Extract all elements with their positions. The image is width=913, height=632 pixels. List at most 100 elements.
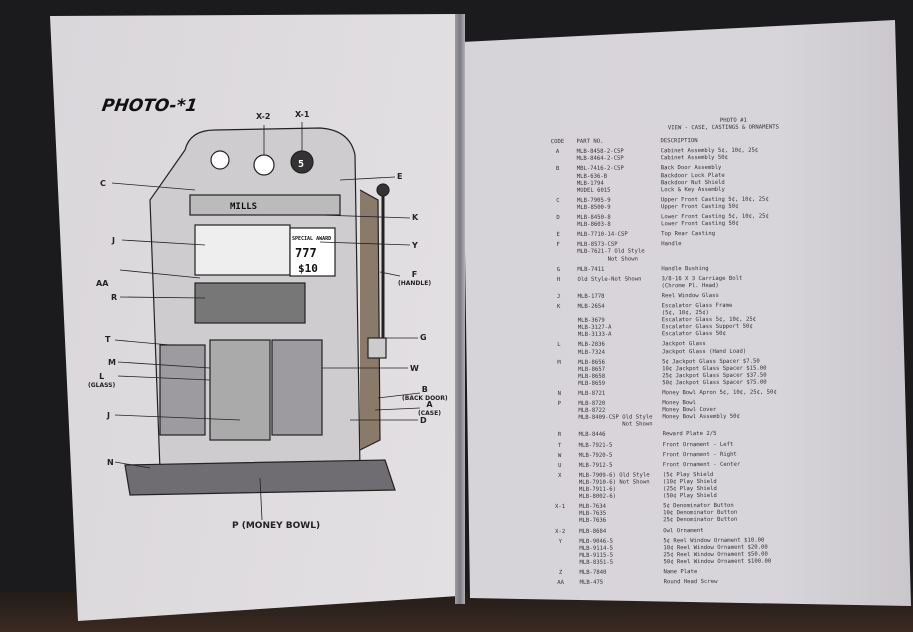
- label-aa: AA: [96, 279, 109, 288]
- machine-base: [124, 459, 396, 496]
- label-w: W: [410, 364, 419, 373]
- table-row: Z MLB-7840 Name Plate: [542, 568, 872, 577]
- row-code: P: [557, 401, 562, 408]
- row-code: U: [558, 462, 562, 469]
- row-code: E: [556, 232, 560, 239]
- row-code: F: [556, 242, 560, 249]
- row-description: 5¢ Reel Window Ornament $10.00 10¢ Reel …: [663, 537, 772, 566]
- row-part-no: MLB-8446: [578, 432, 606, 439]
- name-plate: [189, 194, 341, 216]
- row-code: AA: [557, 580, 564, 587]
- table-row: B MBL-7416-2-CSP MLB-636-B MLB-1794 MODEL…: [539, 164, 869, 195]
- label-m: M: [108, 358, 116, 367]
- col-description: DESCRIPTION: [660, 138, 698, 145]
- col-part: PART NO.: [576, 138, 604, 146]
- reel-window: [194, 224, 291, 276]
- row-part-no: MLB-8656 MLB-8657 MLB-8658 MLB-8659: [578, 359, 606, 387]
- row-part-no: MLB-7411: [577, 266, 605, 273]
- row-code: R: [557, 432, 562, 439]
- label-k: K: [412, 213, 419, 222]
- row-part-no: MBL-7416-2-CSP MLB-636-B MLB-1794 MODEL …: [576, 166, 624, 194]
- front-ornament-right: [271, 339, 323, 436]
- coin-entry: [210, 150, 230, 170]
- row-description: Upper Front Casting 5¢, 10¢, 25¢ Upper F…: [660, 196, 769, 211]
- coin-number: 5: [298, 159, 304, 170]
- row-code: B: [556, 166, 560, 173]
- table-row: R MLB-8446 Reward Plate 2/5: [541, 430, 871, 439]
- label-y: Y: [412, 241, 418, 250]
- row-part-no: MLB-8720 MLB-8722 MLB-8409-CSP Old Style…: [578, 400, 653, 429]
- booklet-gutter: [455, 14, 465, 604]
- row-part-no: MLB-7912-5: [578, 462, 613, 469]
- label-r: R: [111, 293, 118, 302]
- label-p-money-bowl: P (MONEY BOWL): [232, 521, 321, 531]
- row-description: Name Plate: [663, 569, 698, 576]
- label-a-case: A(CASE): [418, 400, 441, 417]
- row-description: 5¢ Denominator Button 10¢ Denominator Bu…: [663, 503, 738, 524]
- parts-subheading: VIEW - CASE, CASTINGS & ORNAMENTS: [667, 124, 780, 132]
- row-part-no: MLB-7840: [579, 569, 607, 576]
- label-x2: X-2: [256, 112, 271, 121]
- label-c: C: [100, 179, 106, 188]
- amount-text: $10: [298, 262, 318, 275]
- row-code: J: [556, 293, 561, 300]
- row-code: Y: [558, 538, 563, 545]
- row-description: Money Bowl Apron 5¢, 10¢, 25¢, 50¢: [662, 389, 777, 397]
- col-code: CODE: [550, 139, 565, 146]
- row-part-no: MLB-8458-2-CSP MLB-8464-2-CSP: [576, 148, 624, 163]
- label-n: N: [107, 458, 114, 467]
- table-row: AA MLB-475 Round Head Screw: [542, 578, 872, 587]
- side-case: [359, 189, 381, 451]
- label-x1: X-1: [295, 110, 310, 119]
- row-part-no: MLB-8684: [579, 528, 607, 535]
- row-part-no: MLB-475: [579, 579, 604, 586]
- row-description: Reward Plate 2/5: [662, 431, 717, 438]
- row-description: Reel Window Glass: [661, 292, 719, 300]
- label-b-back-door: B(BACK DOOR): [402, 385, 448, 402]
- row-code: H: [556, 276, 561, 283]
- row-part-no: Old Style-Not Shown: [577, 276, 642, 283]
- row-description: Front Ornament - Left: [662, 441, 734, 448]
- row-part-no: MLB-7921-5: [578, 442, 613, 449]
- parts-list: PHOTO #1 VIEW - CASE, CASTINGS & ORNAMEN…: [538, 117, 871, 590]
- row-description: Top Rear Casting: [661, 231, 716, 238]
- row-description: Escalator Glass Frame (5¢, 10¢, 25¢) Esc…: [661, 302, 757, 338]
- row-description: Round Head Screw: [663, 578, 718, 586]
- machine-brand: MILLS: [230, 202, 257, 212]
- table-row: X-1 MLB-7634 MLB-7635 MLB-7636 5¢ Denomina…: [541, 502, 871, 526]
- row-description: Jackpot Glass Jackpot Glass (Hand Load): [661, 341, 747, 355]
- label-l-glass: L(GLASS): [88, 372, 116, 389]
- row-part-no: MLB-7920-5: [578, 452, 613, 459]
- row-code: K: [556, 303, 561, 311]
- row-part-no: MLB-8573-CSP MLB-7621-7 Old Style Not Sh…: [577, 241, 645, 263]
- row-part-no: MLB-7634 MLB-7635 MLB-7636: [579, 503, 607, 525]
- label-f-handle: F(HANDLE): [398, 270, 432, 287]
- row-code: W: [558, 452, 562, 459]
- row-code: X-1: [554, 504, 566, 511]
- row-code: M: [557, 359, 561, 366]
- table-row: F MLB-8573-CSP MLB-7621-7 Old Style Not S…: [539, 240, 869, 264]
- handle-bushing: [367, 337, 387, 359]
- jackpot-glass: [209, 339, 271, 441]
- row-code: G: [556, 266, 561, 273]
- row-part-no: MLB-7905-9 MLB-8500-9: [576, 197, 611, 211]
- row-description: Lower Front Casting 5¢, 10¢, 25¢ Lower F…: [661, 213, 769, 228]
- sevens-text: 777: [295, 246, 317, 260]
- row-code: Z: [558, 569, 563, 576]
